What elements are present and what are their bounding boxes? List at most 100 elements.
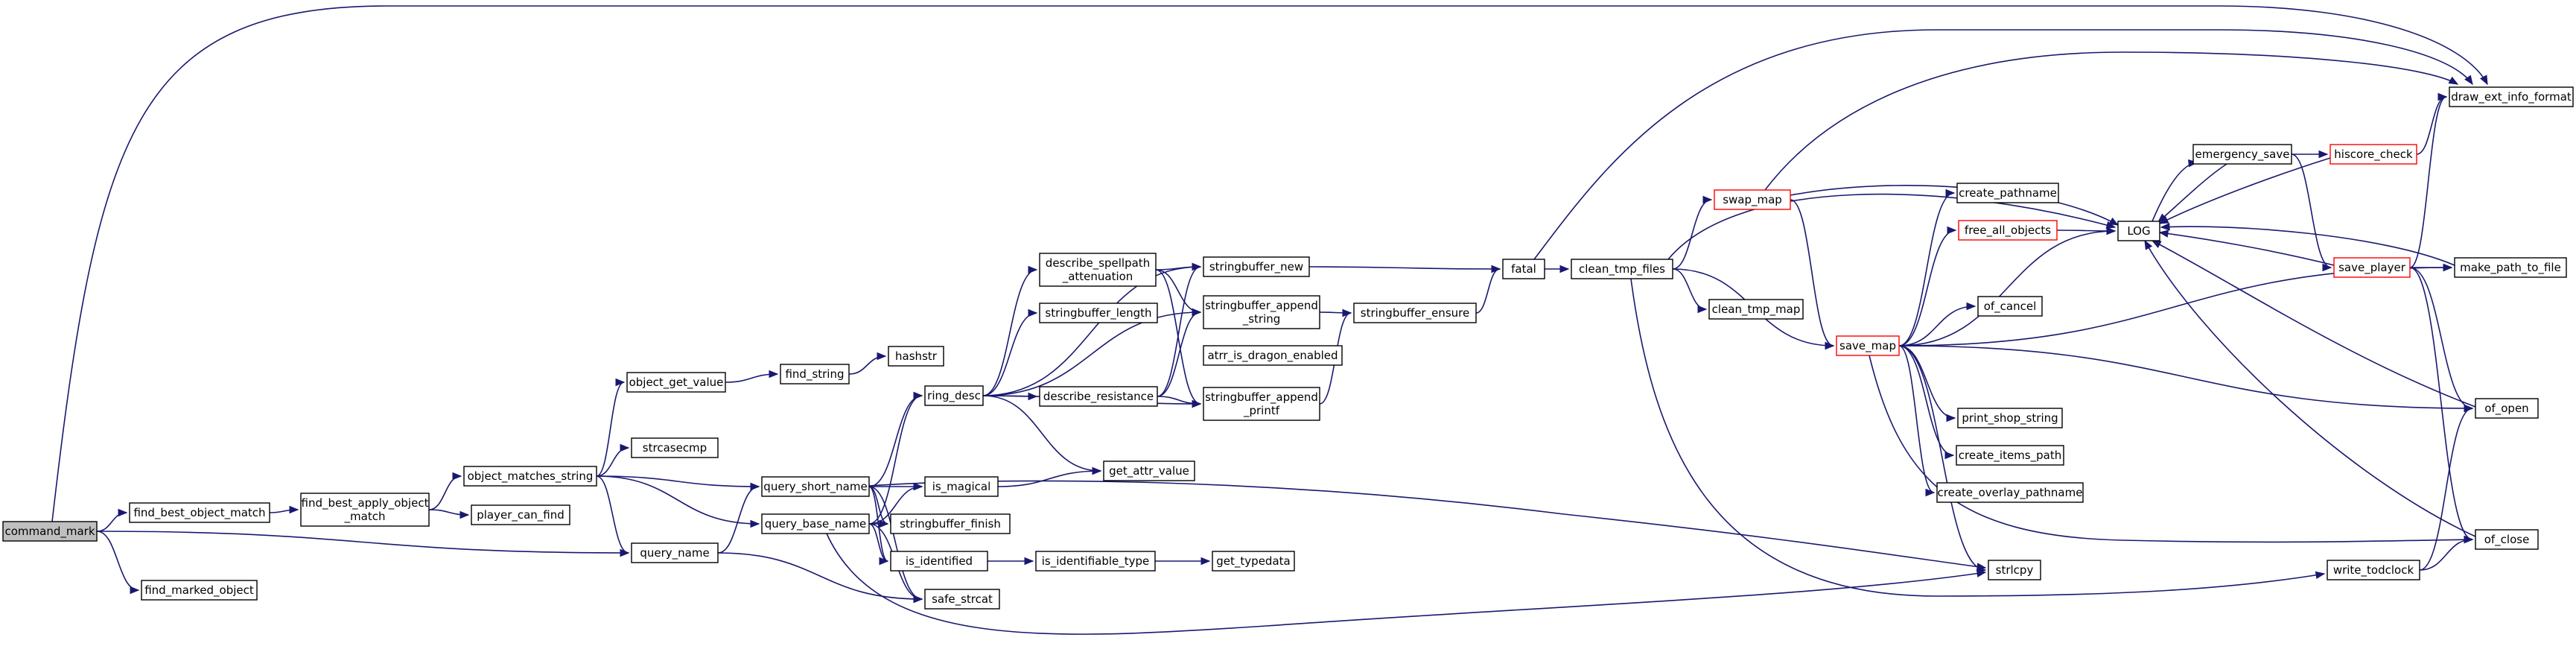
- arrowhead-icon: [2443, 263, 2453, 272]
- node-query-short-name[interactable]: query_short_name: [761, 476, 870, 497]
- edge-clean_tmp_files-to-swap_map: [1672, 195, 1713, 270]
- node-box: [2117, 221, 2160, 241]
- edge-emergency_save-to-save_player: [2291, 153, 2332, 272]
- node-of-cancel[interactable]: of_cancel: [1977, 296, 2043, 317]
- node-query-base-name[interactable]: query_base_name: [761, 513, 870, 534]
- node-get-attr-value[interactable]: get_attr_value: [1103, 460, 1195, 481]
- node-query-name[interactable]: query_name: [631, 542, 719, 563]
- node-strcasecmp[interactable]: strcasecmp: [631, 437, 719, 458]
- node-describe-spellpath-attenuation[interactable]: describe_spellpath_attenuation: [1039, 253, 1157, 287]
- edge-line: [2159, 232, 2335, 266]
- node-create-pathname[interactable]: create_pathname: [1956, 183, 2059, 203]
- node-create-overlay-pathname[interactable]: create_overlay_pathname: [1936, 482, 2084, 503]
- node-hashstr[interactable]: hashstr: [888, 346, 944, 367]
- node-label: of_cancel: [1984, 300, 2037, 314]
- node-box: [129, 502, 270, 523]
- edge-line: [1898, 345, 1956, 419]
- arrowhead-icon: [2480, 75, 2488, 86]
- node-stringbuffer-append-string[interactable]: stringbuffer_append_string: [1203, 295, 1320, 329]
- arrowhead-icon: [1976, 566, 1987, 575]
- node-fatal[interactable]: fatal: [1502, 259, 1545, 279]
- edge-query_base_name-to-is_magical: [868, 482, 923, 525]
- node-player-can-find[interactable]: player_can_find: [471, 504, 570, 525]
- node-clean-tmp-files[interactable]: clean_tmp_files: [1571, 259, 1673, 279]
- node-draw-ext-info-format[interactable]: draw_ext_info_format: [2449, 86, 2574, 107]
- node-print-shop-string[interactable]: print_shop_string: [1957, 408, 2063, 428]
- edge-hiscore_check-to-draw_ext_info_format: [2416, 92, 2448, 155]
- node-command-mark[interactable]: command_mark: [2, 521, 98, 542]
- node-is-magical[interactable]: is_magical: [924, 476, 999, 497]
- edge-line: [1475, 268, 1501, 314]
- edge-query_base_name-to-ring_desc: [868, 391, 923, 525]
- arrowhead-icon: [2437, 92, 2448, 101]
- node-box: [1956, 445, 2064, 466]
- edge-line: [2152, 162, 2198, 222]
- node-label: stringbuffer_append: [1205, 390, 1318, 405]
- node-label: clean_tmp_map: [1712, 303, 1801, 317]
- node-box: [2327, 560, 2420, 580]
- arrowhead-icon: [2464, 404, 2474, 413]
- node-write-todclock[interactable]: write_todclock: [2327, 560, 2420, 580]
- node-atrr-is-dragon-enabled[interactable]: atrr_is_dragon_enabled: [1203, 345, 1343, 366]
- node-of-open[interactable]: of_open: [2475, 398, 2539, 419]
- node-find-best-object-match[interactable]: find_best_object_match: [129, 502, 270, 523]
- node-hiscore-check[interactable]: hiscore_check: [2329, 144, 2417, 165]
- edge-command_mark-to-find_best_object_match: [96, 508, 128, 532]
- arrowhead-icon: [2160, 223, 2170, 231]
- node-label: _string: [1242, 312, 1281, 326]
- edge-line: [2159, 157, 2331, 224]
- node-label: is_magical: [932, 480, 991, 494]
- node-label: find_best_apply_object: [302, 496, 429, 510]
- edge-save_map-to-of_cancel: [1898, 302, 1976, 346]
- node-box: [1039, 253, 1157, 287]
- node-box: [1203, 345, 1343, 366]
- node-ring-desc[interactable]: ring_desc: [924, 385, 984, 406]
- edge-save_player-to-LOG: [2158, 230, 2335, 266]
- node-LOG[interactable]: LOG: [2117, 221, 2160, 241]
- node-get-typedata[interactable]: get_typedata: [1212, 551, 1295, 572]
- edge-save_map-to-create_pathname: [1898, 189, 1956, 346]
- node-clean-tmp-map[interactable]: clean_tmp_map: [1708, 299, 1804, 320]
- node-label: fatal: [1511, 262, 1536, 276]
- node-stringbuffer-finish[interactable]: stringbuffer_finish: [890, 513, 1011, 534]
- node-emergency-save[interactable]: emergency_save: [2192, 144, 2292, 165]
- node-find-best-apply-object-match[interactable]: find_best_apply_object_match: [300, 493, 430, 527]
- node-label: find_string: [785, 367, 844, 382]
- edge-line: [96, 531, 139, 591]
- node-make-path-to-file[interactable]: make_path_to_file: [2454, 257, 2567, 278]
- edge-write_todclock-to-of_close: [2419, 535, 2474, 571]
- node-stringbuffer-append-printf[interactable]: stringbuffer_append_printf: [1203, 387, 1320, 421]
- node-find-marked-object[interactable]: find_marked_object: [141, 580, 258, 601]
- node-find-string[interactable]: find_string: [780, 364, 850, 384]
- node-box: [1039, 386, 1158, 407]
- node-create-items-path[interactable]: create_items_path: [1956, 445, 2064, 466]
- node-is-identified[interactable]: is_identified: [890, 551, 988, 572]
- edge-line: [2291, 153, 2332, 268]
- node-save-map[interactable]: save_map: [1836, 335, 1900, 356]
- node-describe-resistance[interactable]: describe_resistance: [1039, 386, 1158, 407]
- node-swap-map[interactable]: swap_map: [1714, 189, 1791, 210]
- edge-line: [2416, 96, 2447, 155]
- arrowhead-icon: [913, 595, 923, 604]
- node-stringbuffer-new[interactable]: stringbuffer_new: [1203, 256, 1310, 277]
- node-of-close[interactable]: of_close: [2475, 529, 2539, 550]
- node-free-all-objects[interactable]: free_all_objects: [1958, 220, 2058, 241]
- node-box: [1035, 551, 1156, 572]
- node-stringbuffer-length[interactable]: stringbuffer_length: [1039, 303, 1158, 323]
- node-label: atrr_is_dragon_enabled: [1207, 349, 1338, 363]
- node-is-identifiable-type[interactable]: is_identifiable_type: [1035, 551, 1156, 572]
- node-label: stringbuffer_append: [1205, 299, 1318, 313]
- node-strlcpy[interactable]: strlcpy: [1988, 560, 2041, 580]
- node-box: [924, 476, 999, 497]
- node-box: [761, 476, 870, 497]
- node-save-player[interactable]: save_player: [2333, 257, 2411, 278]
- node-box: [1956, 183, 2059, 203]
- arrowhead-icon: [1342, 308, 1352, 317]
- node-stringbuffer-ensure[interactable]: stringbuffer_ensure: [1353, 303, 1477, 323]
- node-safe-strcat[interactable]: safe_strcat: [924, 589, 1000, 610]
- node-object-matches-string[interactable]: object_matches_string: [463, 466, 597, 487]
- arrowhead-icon: [620, 548, 630, 557]
- edge-command_mark-to-draw_ext_info_format: [51, 5, 2488, 522]
- node-object-get-value[interactable]: object_get_value: [626, 372, 726, 393]
- arrowhead-icon: [2151, 240, 2162, 248]
